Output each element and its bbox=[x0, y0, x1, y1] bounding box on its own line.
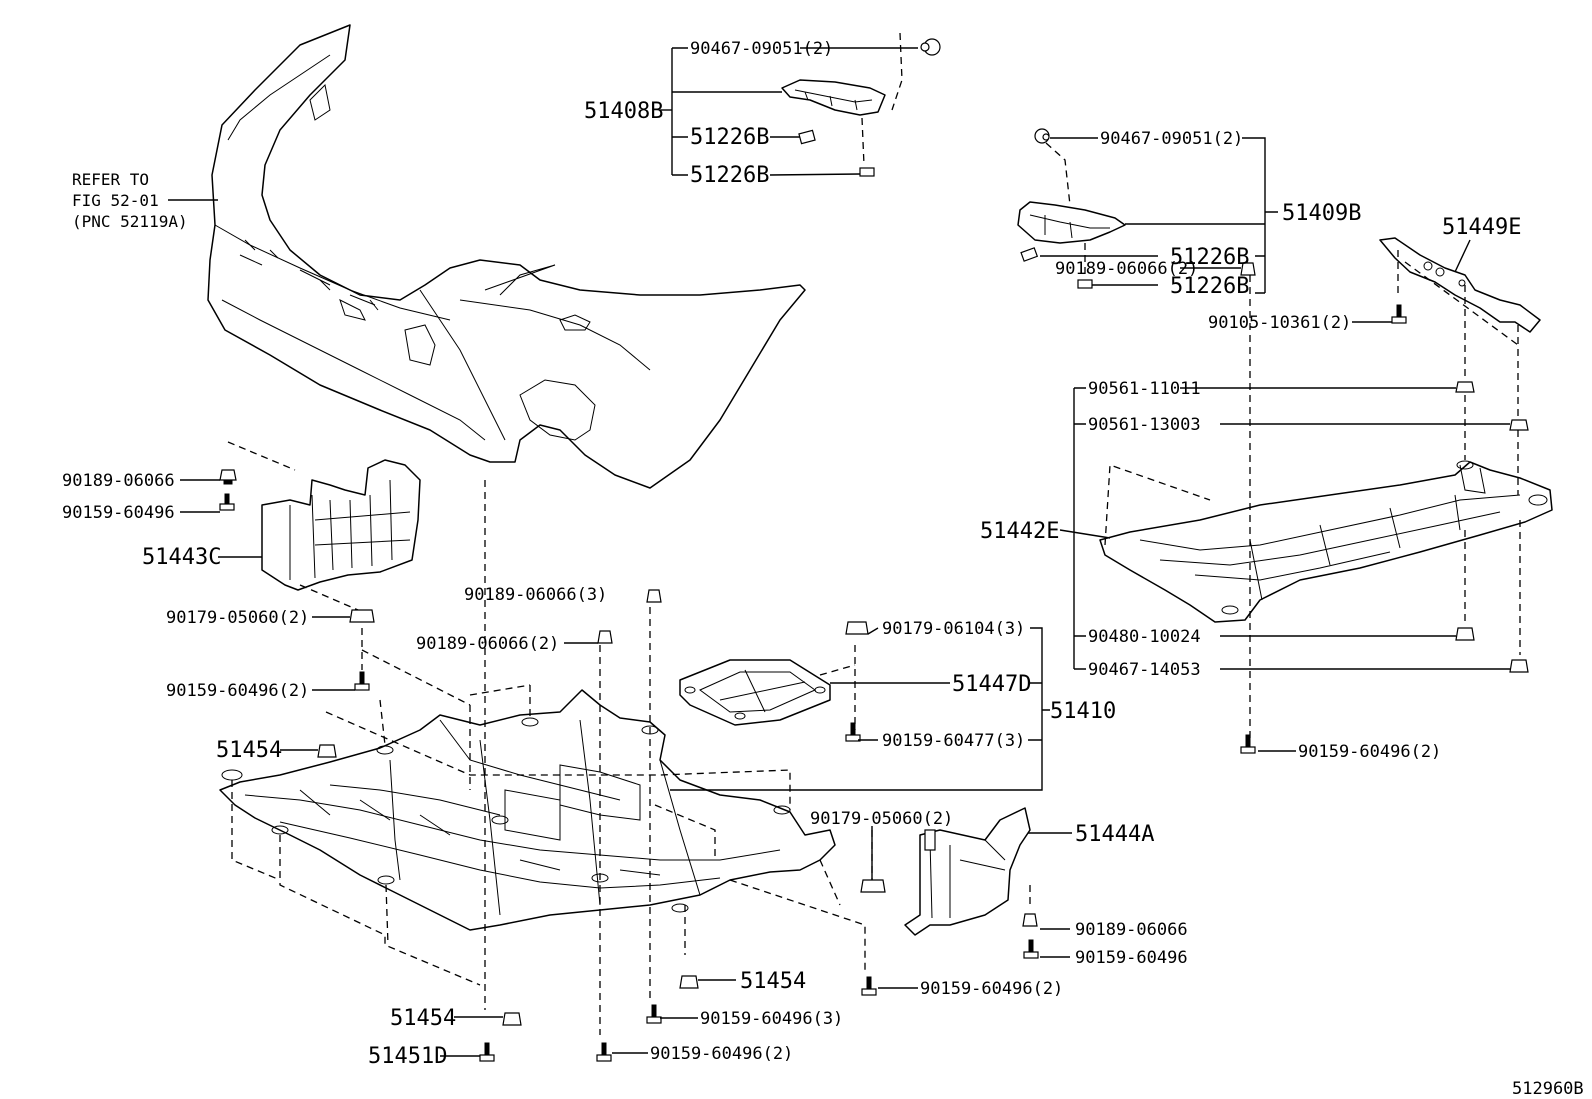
label-51451d: 51451D bbox=[368, 1044, 447, 1069]
stay-51449e-illustration bbox=[1379, 237, 1541, 333]
label-90159-60496-2-left: 90159-60496(2) bbox=[166, 681, 309, 701]
clip-nut-icon bbox=[349, 609, 375, 623]
bolt-icon bbox=[1023, 939, 1039, 959]
bolt-icon bbox=[845, 722, 861, 742]
label-51226b-a: 51226B bbox=[690, 125, 769, 150]
clip-icon bbox=[219, 469, 237, 485]
refer-note-line2: FIG 52-01 bbox=[72, 191, 159, 210]
label-90561-11011: 90561-11011 bbox=[1088, 379, 1201, 399]
label-51410: 51410 bbox=[1050, 699, 1116, 724]
nut-icon bbox=[1509, 419, 1529, 431]
label-90189-06066-left: 90189-06066 bbox=[62, 471, 175, 491]
label-90480-10024: 90480-10024 bbox=[1088, 627, 1201, 647]
leader-lines bbox=[168, 47, 1510, 1057]
label-90189-06066-br: 90189-06066 bbox=[1075, 920, 1188, 940]
diagram-id: 512960B bbox=[1512, 1079, 1584, 1099]
label-90179-05060-mid: 90179-05060(2) bbox=[810, 809, 953, 829]
plate-51447d-illustration bbox=[679, 659, 831, 726]
label-90159-60477: 90159-60477(3) bbox=[882, 731, 1025, 751]
label-90467-09051-right: 90467-09051(2) bbox=[1100, 129, 1243, 149]
nut-icon bbox=[1455, 381, 1475, 393]
label-90159-60496-left: 90159-60496 bbox=[62, 503, 175, 523]
label-90179-06104: 90179-06104(3) bbox=[882, 619, 1025, 639]
fastener-icons bbox=[219, 262, 1529, 1062]
bolt-icon bbox=[1391, 304, 1407, 324]
label-90189-06066-right: 90189-06066(2) bbox=[1055, 259, 1198, 279]
label-51447d: 51447D bbox=[952, 672, 1031, 697]
nut-icon bbox=[1455, 627, 1475, 641]
clip-icon bbox=[1022, 913, 1038, 927]
shield-51443c-illustration bbox=[261, 459, 421, 591]
label-51442e: 51442E bbox=[980, 519, 1059, 544]
label-51449e: 51449E bbox=[1442, 215, 1521, 240]
label-51454-a: 51454 bbox=[216, 738, 282, 763]
label-51454-c: 51454 bbox=[390, 1006, 456, 1031]
shield-51444a-illustration bbox=[904, 807, 1031, 936]
label-90159-60496-br: 90159-60496 bbox=[1075, 948, 1188, 968]
grommet-icon bbox=[317, 744, 337, 758]
bolt-icon bbox=[219, 493, 235, 511]
label-90159-60496-right: 90159-60496(2) bbox=[1298, 742, 1441, 762]
grommet-icon bbox=[502, 1012, 522, 1026]
label-51444a: 51444A bbox=[1075, 822, 1154, 847]
label-90105-10361: 90105-10361(2) bbox=[1208, 313, 1351, 333]
label-51226b-b: 51226B bbox=[690, 163, 769, 188]
under-cover-51410-illustration bbox=[219, 689, 836, 931]
label-51226b-d: 51226B bbox=[1170, 274, 1249, 299]
label-90159-60496-2-bottom: 90159-60496(2) bbox=[650, 1044, 793, 1064]
under-cover-51442e-illustration bbox=[1099, 460, 1553, 623]
refer-note-line3: (PNC 52119A) bbox=[72, 212, 188, 231]
clip-icon bbox=[646, 589, 662, 603]
bolt-icon bbox=[596, 1042, 612, 1062]
label-90467-14053: 90467-14053 bbox=[1088, 660, 1201, 680]
label-90467-09051-top: 90467-09051(2) bbox=[690, 39, 833, 59]
label-90159-60496-3: 90159-60496(3) bbox=[700, 1009, 843, 1029]
bolt-icon bbox=[646, 1004, 662, 1024]
bolt-icon bbox=[354, 671, 370, 691]
label-90189-06066-2-mid: 90189-06066(2) bbox=[416, 634, 559, 654]
clip-icon bbox=[597, 630, 613, 644]
front-bumper-cover-illustration bbox=[207, 24, 806, 489]
bolt-icon bbox=[1240, 734, 1256, 754]
clip-nut-icon bbox=[845, 621, 869, 635]
label-90189-06066-3: 90189-06066(3) bbox=[464, 585, 607, 605]
clip-nut-icon bbox=[860, 879, 886, 893]
label-51226b-c: 51226B bbox=[1170, 245, 1249, 270]
label-90561-13003: 90561-13003 bbox=[1088, 415, 1201, 435]
bolt-icon bbox=[479, 1042, 495, 1062]
label-90159-60496-2-bm: 90159-60496(2) bbox=[920, 979, 1063, 999]
label-51443c: 51443C bbox=[142, 545, 221, 570]
nut-icon bbox=[1509, 659, 1529, 673]
clip-icon bbox=[1240, 262, 1256, 276]
grommet-icon bbox=[679, 975, 699, 989]
label-51408b: 51408B bbox=[584, 99, 663, 124]
label-51454-b: 51454 bbox=[740, 969, 806, 994]
bolt-icon bbox=[861, 976, 877, 996]
label-90179-05060-left: 90179-05060(2) bbox=[166, 608, 309, 628]
label-51409b: 51409B bbox=[1282, 201, 1361, 226]
bracket-51409b-illustration bbox=[1017, 128, 1126, 289]
refer-note-line1: REFER TO bbox=[72, 170, 149, 189]
part-number-labels: REFER TO FIG 52-01 (PNC 52119A) 90467-09… bbox=[62, 39, 1584, 1099]
bracket-51408b-illustration bbox=[781, 38, 941, 177]
